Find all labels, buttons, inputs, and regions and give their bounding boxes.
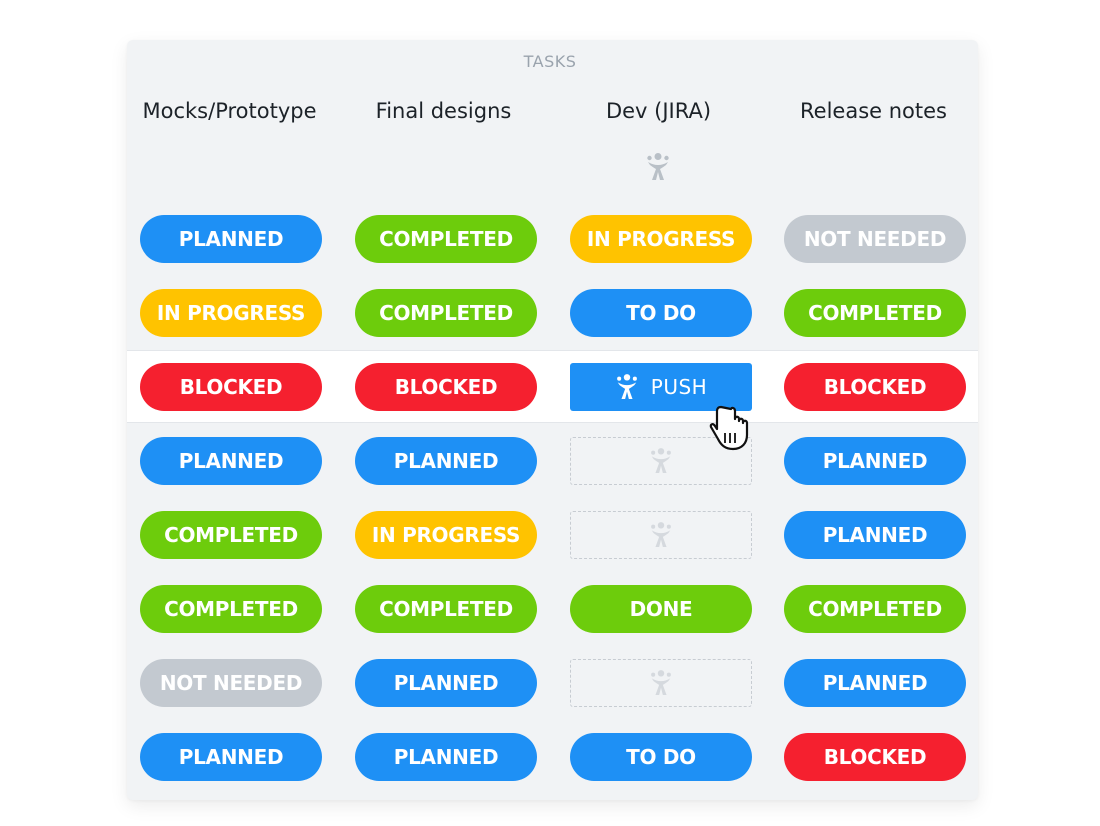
section-label: TASKS <box>523 52 577 71</box>
status-pill-final-designs[interactable]: COMPLETED <box>355 215 537 263</box>
status-pill-release-notes[interactable]: COMPLETED <box>784 289 966 337</box>
push-button-label: PUSH <box>650 375 708 399</box>
status-pill-dev-jira[interactable]: IN PROGRESS <box>570 215 752 263</box>
jira-icon <box>651 448 671 473</box>
status-pill-final-designs[interactable]: PLANNED <box>355 437 537 485</box>
status-pill-mocks[interactable]: BLOCKED <box>140 363 322 411</box>
column-header-final-designs: Final designs <box>375 99 512 123</box>
status-pill-dev-jira[interactable]: TO DO <box>570 289 752 337</box>
status-pill-dev-jira[interactable]: TO DO <box>570 733 752 781</box>
empty-jira-slot[interactable] <box>570 437 752 485</box>
jira-icon <box>651 522 671 547</box>
status-pill-release-notes[interactable]: PLANNED <box>784 511 966 559</box>
status-pill-final-designs[interactable]: COMPLETED <box>355 289 537 337</box>
status-pill-mocks[interactable]: COMPLETED <box>140 511 322 559</box>
status-pill-final-designs[interactable]: PLANNED <box>355 733 537 781</box>
status-pill-final-designs[interactable]: COMPLETED <box>355 585 537 633</box>
status-pill-release-notes[interactable]: BLOCKED <box>784 363 966 411</box>
hand-pointer-icon <box>709 405 749 451</box>
push-to-jira-button[interactable]: PUSH <box>570 363 752 411</box>
column-header-dev-jira: Dev (JIRA) <box>605 99 712 123</box>
status-pill-final-designs[interactable]: IN PROGRESS <box>355 511 537 559</box>
status-pill-mocks[interactable]: NOT NEEDED <box>140 659 322 707</box>
empty-jira-slot[interactable] <box>570 659 752 707</box>
status-pill-mocks[interactable]: IN PROGRESS <box>140 289 322 337</box>
status-pill-mocks[interactable]: PLANNED <box>140 215 322 263</box>
column-header-release-notes: Release notes <box>800 99 947 123</box>
status-pill-release-notes[interactable]: BLOCKED <box>784 733 966 781</box>
status-pill-release-notes[interactable]: NOT NEEDED <box>784 215 966 263</box>
jira-icon <box>651 670 671 695</box>
status-pill-mocks[interactable]: PLANNED <box>140 733 322 781</box>
status-pill-final-designs[interactable]: BLOCKED <box>355 363 537 411</box>
empty-jira-slot[interactable] <box>570 511 752 559</box>
status-pill-release-notes[interactable]: PLANNED <box>784 437 966 485</box>
column-header-mocks: Mocks/Prototype <box>142 99 317 123</box>
status-pill-release-notes[interactable]: PLANNED <box>784 659 966 707</box>
status-pill-mocks[interactable]: COMPLETED <box>140 585 322 633</box>
jira-icon <box>616 374 637 399</box>
status-pill-mocks[interactable]: PLANNED <box>140 437 322 485</box>
jira-icon <box>647 153 669 180</box>
status-pill-final-designs[interactable]: PLANNED <box>355 659 537 707</box>
status-pill-dev-jira[interactable]: DONE <box>570 585 752 633</box>
status-pill-release-notes[interactable]: COMPLETED <box>784 585 966 633</box>
